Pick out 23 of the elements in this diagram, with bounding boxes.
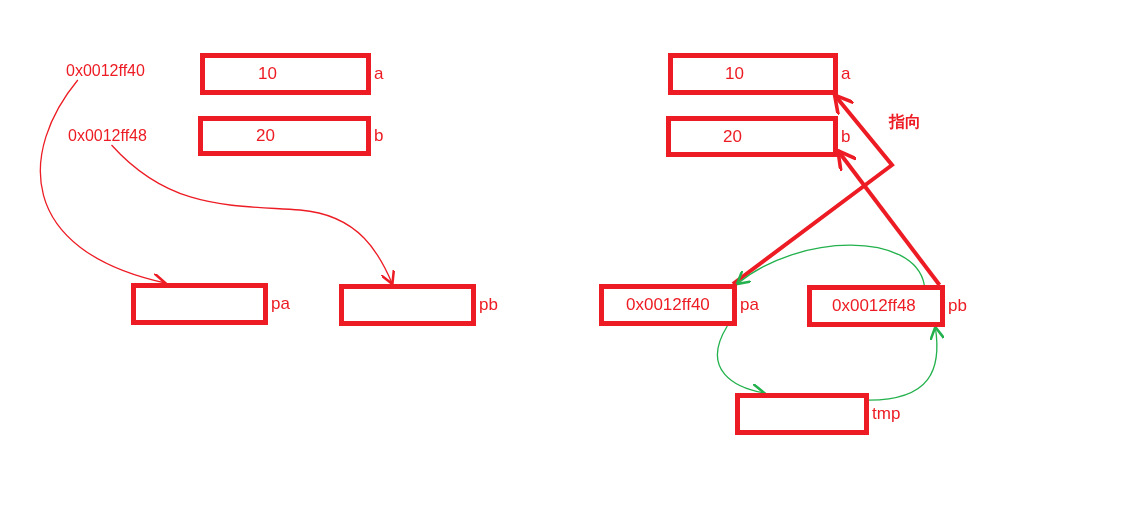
variable-name: pb — [479, 295, 498, 315]
value-text: 10 — [258, 64, 277, 84]
address-text: 0x0012ff40 — [66, 62, 145, 80]
variable-name: b — [374, 126, 384, 146]
variable-name: pa — [740, 295, 759, 315]
value-text: 20 — [723, 126, 742, 147]
arrow — [731, 93, 895, 286]
arrow — [110, 144, 395, 286]
value-text: 0x0012ff40 — [626, 295, 710, 315]
value-text: 20 — [256, 126, 275, 146]
variable-name: pb — [948, 296, 967, 316]
variable-name: pa — [271, 294, 290, 314]
variable-name: tmp — [872, 404, 901, 424]
value-text: 10 — [725, 64, 744, 84]
arrow — [735, 244, 925, 286]
arrow — [868, 325, 945, 401]
variable-name: a — [374, 64, 384, 84]
address-text: 0x0012ff48 — [68, 127, 147, 145]
variable-name: b — [841, 126, 851, 147]
variable-name: a — [841, 64, 851, 84]
arrow — [836, 149, 942, 287]
value-text: 0x0012ff48 — [832, 296, 916, 316]
note-text: 指向 — [889, 112, 921, 132]
